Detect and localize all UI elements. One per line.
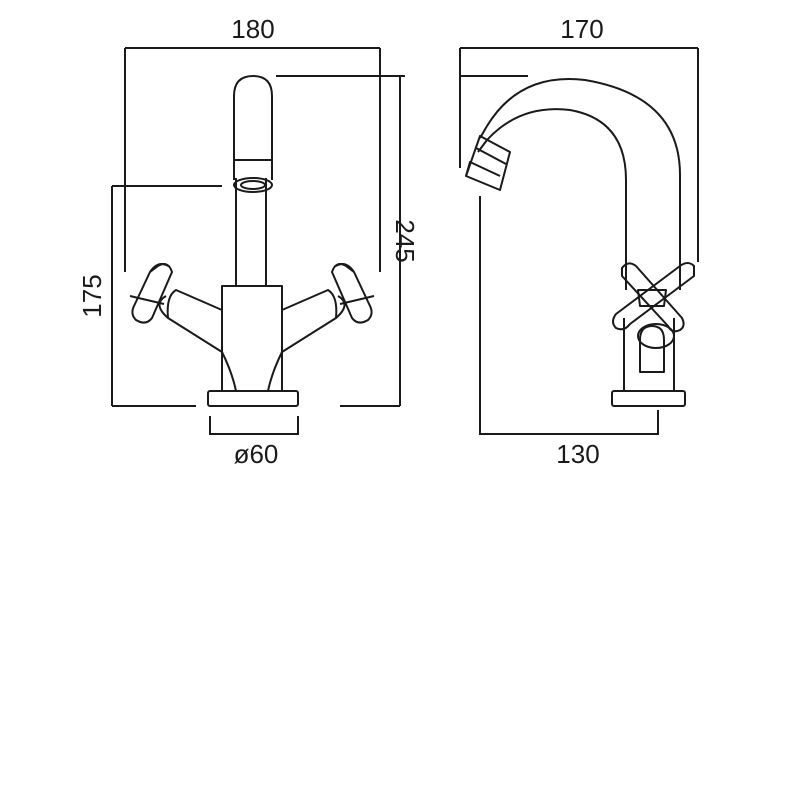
front-aerator <box>233 159 273 180</box>
side-cross-handle-b <box>612 262 695 331</box>
front-right-cross-bar <box>339 295 375 305</box>
side-spout-inner <box>479 78 681 290</box>
front-body-curve-left <box>221 351 237 392</box>
front-view <box>129 75 375 407</box>
side-cross-handle-a <box>621 262 685 333</box>
front-body <box>221 285 283 391</box>
front-body-curve-right <box>267 351 283 392</box>
dim-180-line <box>124 47 381 272</box>
dim-180-label: 180 <box>231 14 274 44</box>
front-base-plate <box>207 390 299 407</box>
front-left-cross-handle <box>131 263 173 324</box>
side-body <box>623 318 675 391</box>
front-left-cross-bar <box>129 295 165 305</box>
dim-170-label: 170 <box>560 14 603 44</box>
front-spout-top <box>233 75 273 160</box>
dim-175-label: 175 <box>77 274 107 317</box>
front-left-valve-arm <box>166 289 223 353</box>
front-left-valve-cap <box>158 295 169 319</box>
dim-60-line <box>209 416 299 435</box>
front-right-cross-handle <box>331 263 373 324</box>
side-body-slot <box>639 325 665 373</box>
dim-170-line <box>459 47 699 262</box>
front-right-handle-end <box>335 263 355 273</box>
front-aerator-outlet <box>233 177 273 193</box>
side-body-boss <box>637 323 675 349</box>
front-spout-stem <box>235 178 267 286</box>
dim-175-line <box>111 185 222 406</box>
side-spout-outer <box>477 108 627 290</box>
dim-60-label: ø60 <box>234 439 279 469</box>
side-cross-hub <box>637 289 667 307</box>
front-left-handle-end <box>149 263 169 273</box>
front-right-valve-cap <box>335 295 346 319</box>
front-dimensions: 180 245 175 ø60 <box>77 14 420 469</box>
side-dimensions: 170 130 <box>459 14 699 469</box>
dim-130-line <box>479 196 659 435</box>
side-nozzle-tip <box>465 161 501 177</box>
dim-245-label: 245 <box>390 219 420 262</box>
front-aerator-inner <box>240 180 266 190</box>
side-base-plate <box>611 390 686 407</box>
dim-130-label: 130 <box>556 439 599 469</box>
side-nozzle-ring <box>475 147 507 165</box>
side-view <box>465 78 695 407</box>
front-right-valve-arm <box>281 289 338 353</box>
